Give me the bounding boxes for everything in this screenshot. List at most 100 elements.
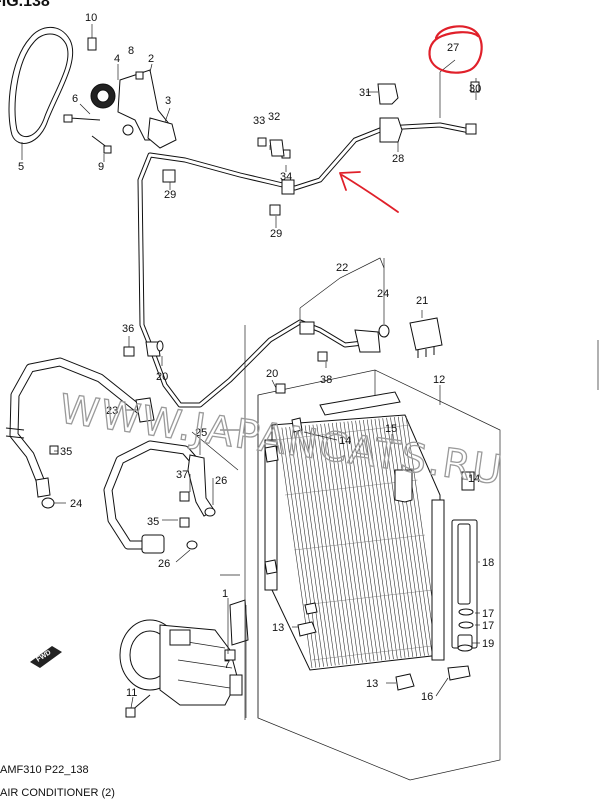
condenser-crossbar: [311, 644, 441, 661]
callout-12: 12: [433, 374, 445, 386]
callout-9: 9: [98, 161, 104, 173]
compressor: [119, 599, 249, 718]
callout-22: 22: [336, 262, 348, 274]
callout-4: 4: [114, 53, 120, 65]
lower-brackets: [297, 602, 471, 691]
callout-35a: 35: [60, 446, 72, 458]
condenser-fin: [320, 423, 355, 664]
condenser-fin: [370, 419, 406, 658]
condenser-crossbar: [293, 534, 426, 551]
condenser-fin: [355, 420, 390, 660]
condenser-fin: [300, 425, 336, 666]
callout-21: 21: [416, 295, 428, 307]
callout-15: 15: [385, 423, 397, 435]
condenser-fin: [316, 424, 352, 664]
condenser-fin: [390, 417, 425, 656]
callout-2: 2: [148, 53, 154, 65]
callout-35b: 35: [147, 516, 159, 528]
condenser-fin: [324, 423, 359, 663]
callout-labels: 10 4 8 2 6 3 9 5 27 30 31 28 33 32 34 29…: [18, 12, 494, 703]
callout-20b: 20: [266, 368, 278, 380]
condenser-crossbar: [302, 589, 433, 606]
callout-18: 18: [482, 557, 494, 569]
red-pointer-arrow: [339, 171, 399, 213]
leader-lines: [54, 59, 480, 718]
condenser-fin: [394, 417, 429, 656]
belt-pulley-assembly: [8, 24, 177, 162]
upper-ac-pipe: [137, 81, 480, 348]
condenser-fin: [293, 426, 328, 667]
callout-36: 36: [122, 323, 134, 335]
condenser-fin: [339, 422, 375, 662]
condenser-fin: [343, 421, 379, 661]
callout-3: 3: [165, 95, 171, 107]
mid-ac-pipe: [123, 319, 390, 408]
model-code: AMF310 P22_138: [0, 764, 89, 776]
callout-16: 16: [421, 691, 433, 703]
condenser-fin: [297, 426, 332, 666]
condenser-fin: [386, 417, 421, 657]
callout-28: 28: [392, 153, 404, 165]
callout-14: 14: [339, 435, 351, 447]
condenser-fin: [347, 421, 383, 661]
callout-26b: 26: [158, 558, 170, 570]
callout-14b: 14: [468, 473, 480, 485]
condenser-fin: [332, 422, 367, 663]
forward-direction-badge: FWD: [30, 646, 62, 668]
mount-brackets: [264, 383, 303, 575]
relay-part: [409, 317, 443, 358]
callout-24b: 24: [70, 498, 82, 510]
callout-20a: 20: [156, 371, 168, 383]
callout-26a: 26: [215, 475, 227, 487]
callout-32: 32: [268, 111, 280, 123]
callout-34: 34: [280, 171, 292, 183]
condenser-fin: [378, 418, 414, 658]
condenser-fin: [289, 426, 324, 667]
callout-11: 11: [126, 687, 137, 699]
callout-5: 5: [18, 161, 24, 173]
condenser-frame: [220, 325, 501, 781]
callout-30: 30: [469, 83, 481, 95]
callout-33: 33: [253, 115, 265, 127]
condenser-fin: [382, 418, 418, 657]
callout-24a: 24: [377, 288, 389, 300]
condenser-crossbar: [275, 424, 411, 441]
callout-13b: 13: [366, 678, 378, 690]
callout-6: 6: [72, 93, 78, 105]
condenser-fin: [335, 422, 371, 662]
callout-19: 19: [482, 638, 494, 650]
callout-23: 23: [106, 405, 118, 417]
receiver-drier: [451, 519, 478, 652]
condenser-fin: [304, 425, 340, 666]
condenser-fin: [312, 424, 348, 665]
callout-27: 27: [447, 42, 459, 54]
condenser-fin: [359, 420, 394, 660]
condenser-fin: [374, 418, 410, 658]
callout-8: 8: [128, 45, 134, 57]
condenser-fin: [366, 419, 402, 659]
callout-13a: 13: [272, 622, 284, 634]
callout-17b: 17: [482, 620, 494, 632]
callout-1: 1: [222, 588, 228, 600]
condenser-fin: [363, 419, 398, 659]
callout-29b: 29: [270, 228, 282, 240]
red-annotation: [339, 25, 483, 213]
condenser-fin: [308, 425, 344, 665]
callout-7: 7: [224, 659, 230, 671]
condenser-fin: [401, 416, 437, 655]
callout-10: 10: [85, 12, 97, 24]
callout-38: 38: [320, 374, 332, 386]
callout-17a: 17: [482, 608, 494, 620]
condenser-fin: [397, 416, 433, 655]
figure-title: FIG.138: [0, 0, 50, 10]
condenser-fin: [351, 421, 386, 660]
discharge-hose: [5, 357, 155, 509]
callout-29a: 29: [164, 189, 176, 201]
condenser-fin: [328, 423, 363, 663]
suction-hose: [103, 440, 216, 554]
figure-caption: AIR CONDITIONER (2): [0, 787, 115, 799]
callout-37: 37: [176, 469, 188, 481]
red-highlight-circle: [428, 25, 483, 74]
callout-31: 31: [359, 87, 371, 99]
